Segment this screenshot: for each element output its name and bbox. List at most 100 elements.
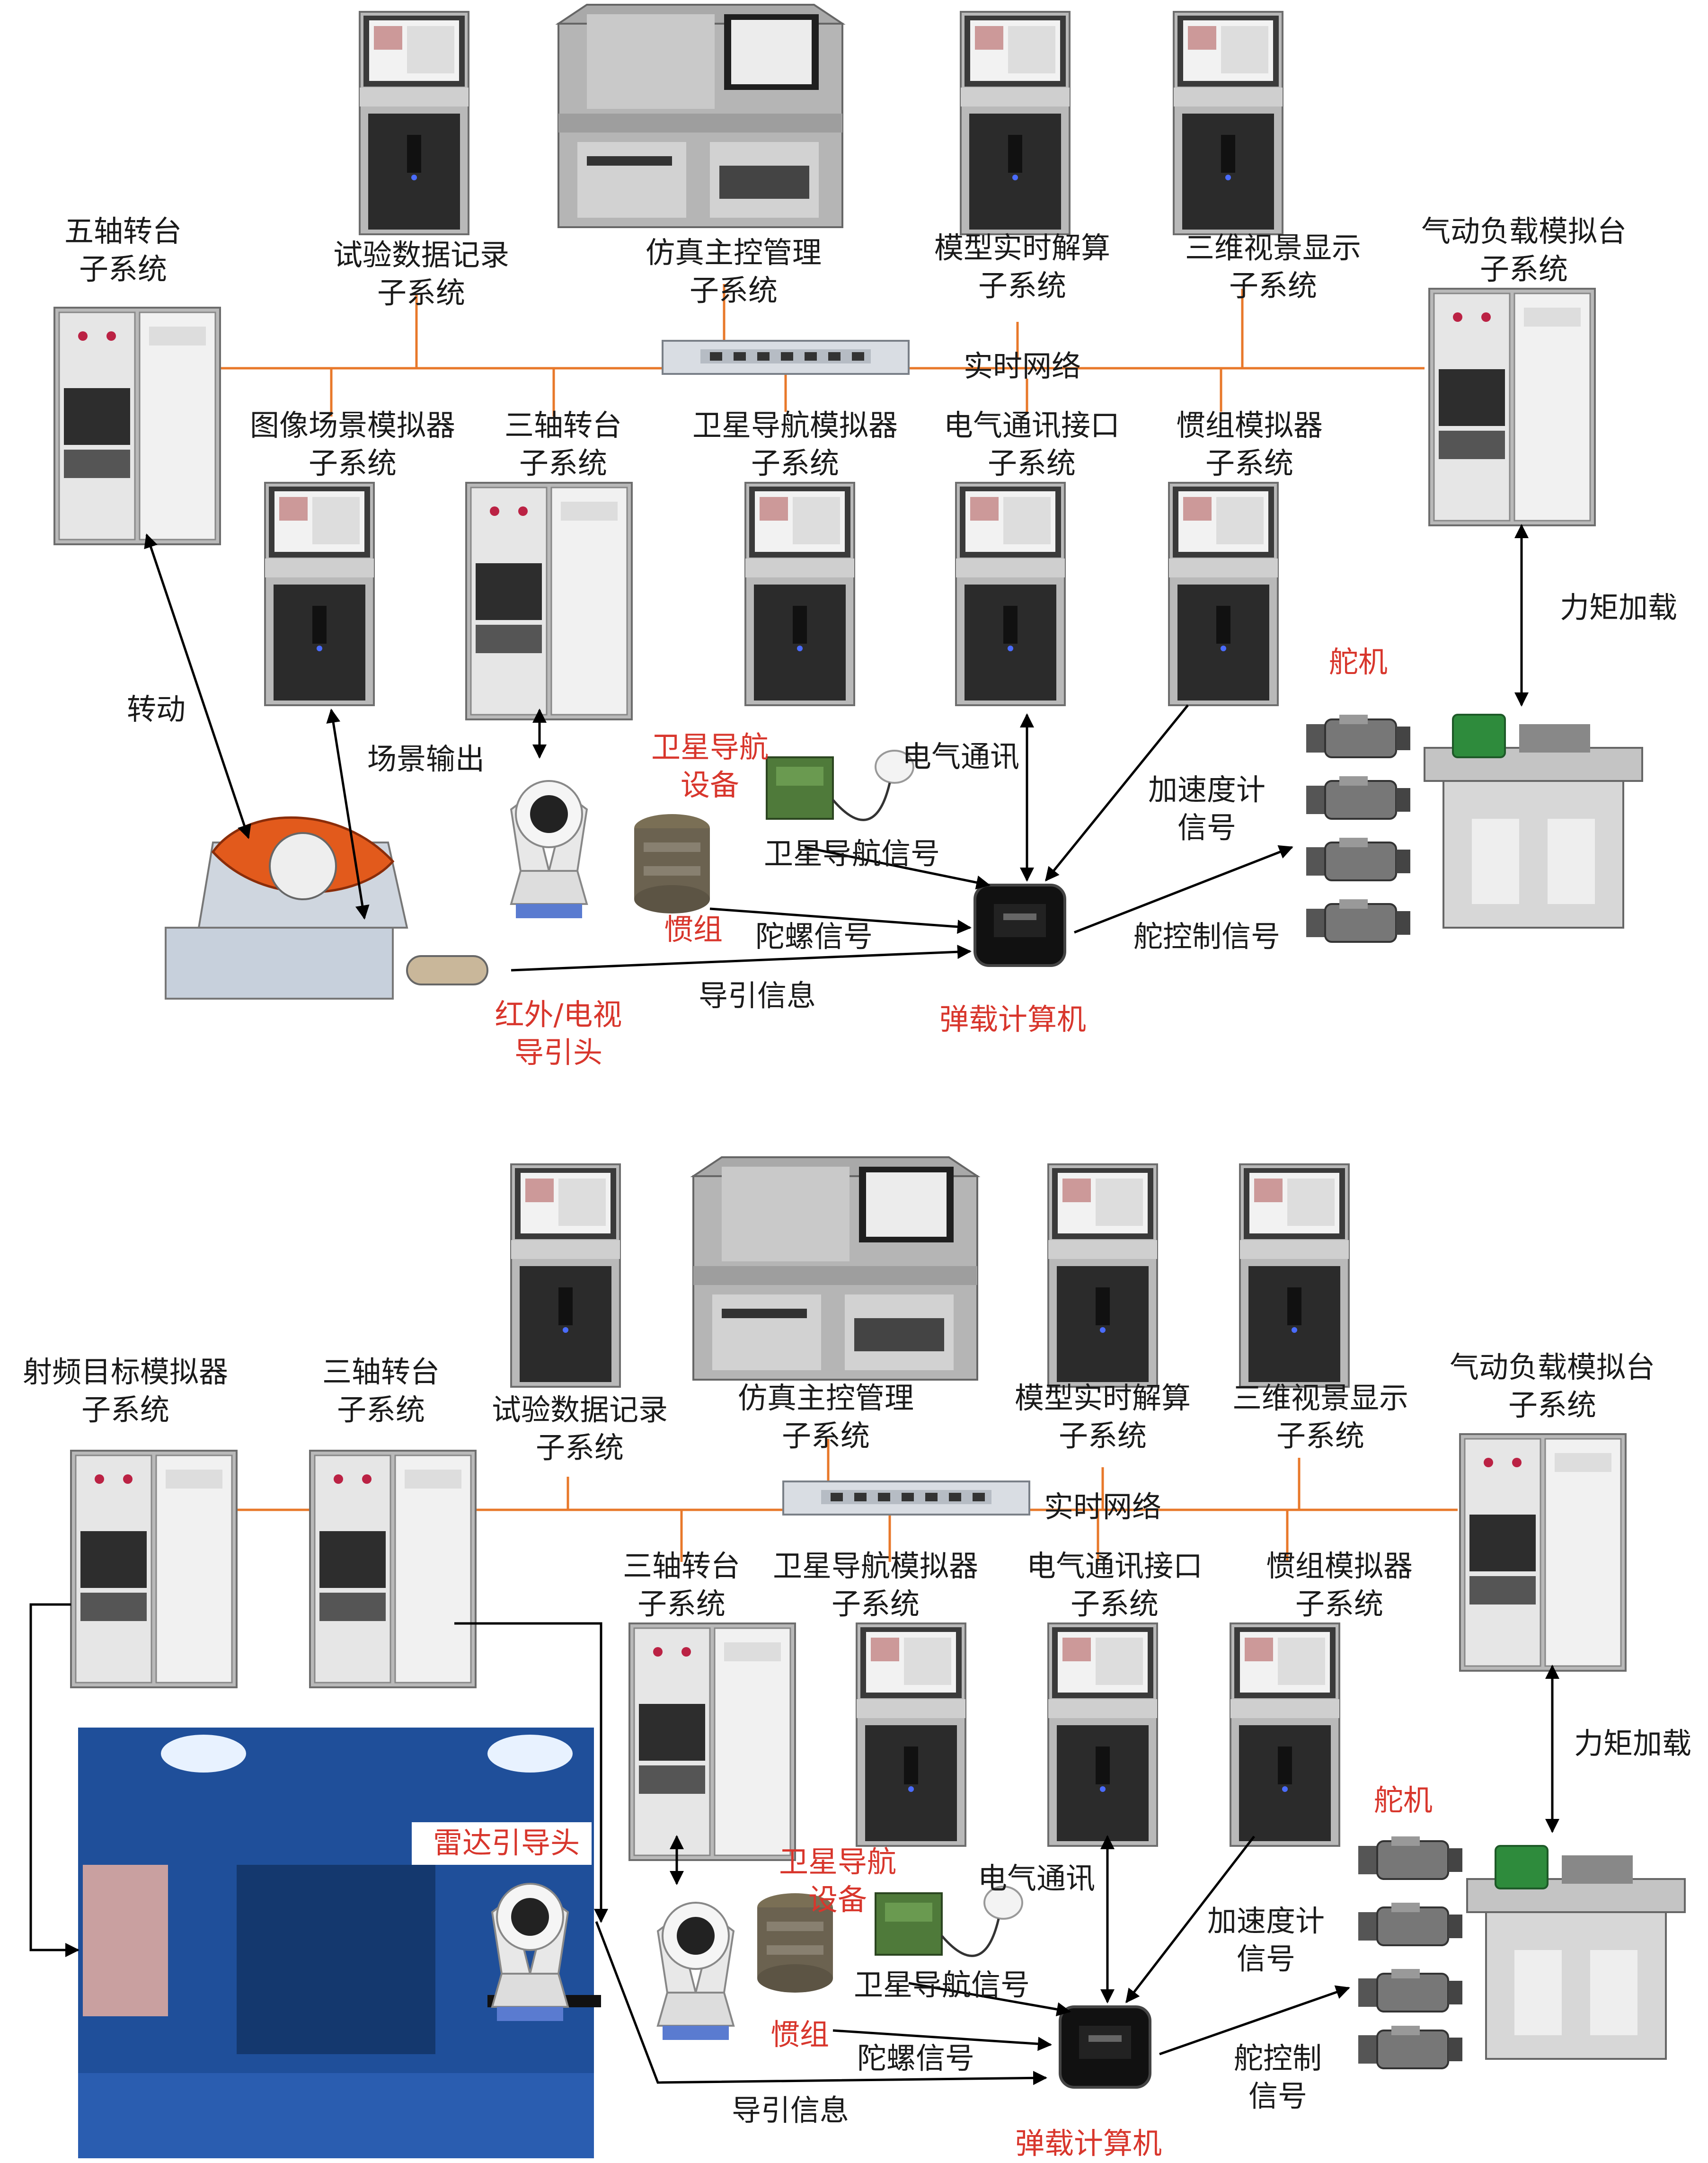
b-gnss-device (876, 1887, 1022, 1956)
b-sat-nav-sim-workstation (856, 1622, 966, 1847)
data-record-workstation (359, 11, 469, 235)
network-switch (662, 340, 910, 375)
b-three-axis-rack (628, 1622, 796, 1861)
b-label-servo: 舵机 (1374, 1783, 1433, 1817)
b-label-imu-sim-1: 惯组模拟器 (1266, 1549, 1413, 1583)
top-servo-2 (1305, 775, 1411, 820)
b-elec-comm-workstation (1047, 1622, 1158, 1847)
label-three-axis-2: 子系统 (519, 446, 607, 480)
label-elec-comm-if-2: 子系统 (988, 446, 1076, 480)
b-label-three-axis-2: 子系统 (637, 1587, 726, 1621)
b-label-elec-comm: 电气通讯 (978, 1861, 1095, 1896)
b-servo-4 (1357, 2025, 1463, 2069)
label-three-axis-1: 三轴转台 (504, 408, 622, 443)
top-servo-4 (1305, 898, 1411, 943)
visual-3d-workstation (1173, 11, 1283, 235)
top-gnss-device (767, 751, 913, 820)
label-elec-comm: 电气通讯 (902, 739, 1019, 774)
label-accel-2: 信号 (1177, 810, 1236, 845)
pneumatic-rack (1428, 288, 1596, 526)
label-visual-3d-1: 三维视景显示 (1185, 230, 1361, 265)
b-label-computer: 弹载计算机 (1015, 2126, 1162, 2161)
label-data-record-2: 子系统 (377, 275, 465, 310)
model-solve-workstation (960, 11, 1071, 235)
top-load-table (1424, 714, 1643, 929)
five-axis-rack (53, 307, 221, 545)
label-data-record-1: 试验数据记录 (333, 238, 509, 272)
label-sat-nav-sig: 卫星导航信号 (764, 836, 940, 871)
b-label-three-axis-top-1: 三轴转台 (322, 1355, 440, 1389)
b-label-sat-nav-sim-1: 卫星导航模拟器 (773, 1549, 978, 1583)
b-label-visual-3d-2: 子系统 (1276, 1418, 1364, 1453)
b-three-axis-turntable (657, 1902, 735, 2041)
b-servo-3 (1357, 1968, 1463, 2012)
label-model-solve-1: 模型实时解算 (934, 230, 1110, 265)
label-computer: 弹载计算机 (939, 1002, 1086, 1037)
top-panel: 五轴转台 子系统 试验数据记录 子系统 仿真主控管理 子系统 模型实时解算 子系… (53, 4, 1677, 1070)
b-label-model-solve-1: 模型实时解算 (1015, 1381, 1191, 1415)
b-label-sat-nav-sig: 卫星导航信号 (854, 1968, 1030, 2002)
b-label-pneumatic-2: 子系统 (1508, 1388, 1596, 1422)
elec-comm-workstation (955, 482, 1066, 706)
b-label-visual-3d-1: 三维视景显示 (1232, 1381, 1408, 1415)
label-image-scene-1: 图像场景模拟器 (250, 408, 455, 443)
top-servo-3 (1305, 837, 1411, 881)
top-arrows (144, 524, 1529, 972)
label-imu: 惯组 (664, 912, 723, 947)
label-torque: 力矩加载 (1560, 590, 1677, 625)
label-servo-ctrl: 舵控制信号 (1133, 919, 1280, 954)
top-onboard-computer (975, 885, 1065, 966)
b-servo-2 (1357, 1902, 1463, 1946)
b-label-imu: 惯组 (770, 2017, 829, 2052)
b-onboard-computer (1060, 2007, 1150, 2087)
b-label-rf-target-2: 子系统 (81, 1392, 169, 1427)
b-label-rf-target-1: 射频目标模拟器 (23, 1355, 228, 1389)
b-label-torque: 力矩加载 (1574, 1726, 1691, 1761)
imu-sim-workstation (1168, 482, 1279, 706)
label-visual-3d-2: 子系统 (1229, 268, 1317, 303)
b-label-imu-sim-2: 子系统 (1295, 1587, 1383, 1621)
b-label-sat-nav-dev-1: 卫星导航 (779, 1844, 896, 1879)
three-axis-rack (465, 482, 633, 720)
b-label-accel-1: 加速度计 (1207, 1904, 1325, 1938)
sim-master-console (558, 4, 843, 228)
b-three-axis-top-rack (309, 1450, 477, 1688)
b-network-switch (782, 1480, 1030, 1516)
label-network: 实时网络 (964, 349, 1081, 383)
label-image-scene-2: 子系统 (309, 446, 397, 480)
b-label-elec-comm-if-2: 子系统 (1071, 1587, 1159, 1621)
b-label-radar: 雷达引导头 (433, 1826, 580, 1860)
b-rf-target-rack (70, 1450, 238, 1688)
b-label-pneumatic-1: 气动负载模拟台 (1450, 1350, 1655, 1384)
b-sim-master-console (692, 1156, 978, 1381)
b-pneumatic-rack (1459, 1433, 1627, 1672)
label-elec-comm-if-1: 电气通讯接口 (944, 408, 1120, 443)
b-label-sim-master-2: 子系统 (782, 1418, 870, 1453)
image-scene-workstation (264, 482, 375, 706)
b-label-sat-nav-sim-2: 子系统 (832, 1587, 920, 1621)
label-five-axis-1: 五轴转台 (64, 214, 182, 248)
b-label-sim-master-1: 仿真主控管理 (738, 1381, 914, 1415)
b-model-solve-workstation (1047, 1163, 1158, 1388)
b-label-network: 实时网络 (1044, 1489, 1161, 1524)
label-rotate: 转动 (127, 692, 186, 727)
top-imu-unit (634, 814, 710, 913)
b-label-servo-ctrl-2: 信号 (1248, 2079, 1307, 2113)
top-three-axis-turntable (510, 780, 588, 919)
label-five-axis-2: 子系统 (79, 252, 167, 286)
b-visual-3d-workstation (1239, 1163, 1350, 1388)
b-label-data-record-1: 试验数据记录 (492, 1392, 668, 1427)
b-label-sat-nav-dev-2: 设备 (808, 1882, 867, 1917)
b-label-servo-ctrl-1: 舵控制 (1234, 2041, 1322, 2075)
label-accel-1: 加速度计 (1148, 772, 1266, 807)
label-pneumatic-1: 气动负载模拟台 (1421, 214, 1627, 248)
label-sat-nav-dev-2: 设备 (681, 768, 739, 802)
label-servo: 舵机 (1329, 645, 1388, 679)
label-gyro-sig: 陀螺信号 (755, 919, 873, 954)
b-label-three-axis-1: 三轴转台 (623, 1549, 740, 1583)
label-imu-sim-1: 惯组模拟器 (1176, 408, 1323, 443)
five-axis-table (165, 816, 488, 1000)
anechoic-chamber (78, 1728, 601, 2158)
label-scene-out: 场景输出 (367, 742, 485, 776)
